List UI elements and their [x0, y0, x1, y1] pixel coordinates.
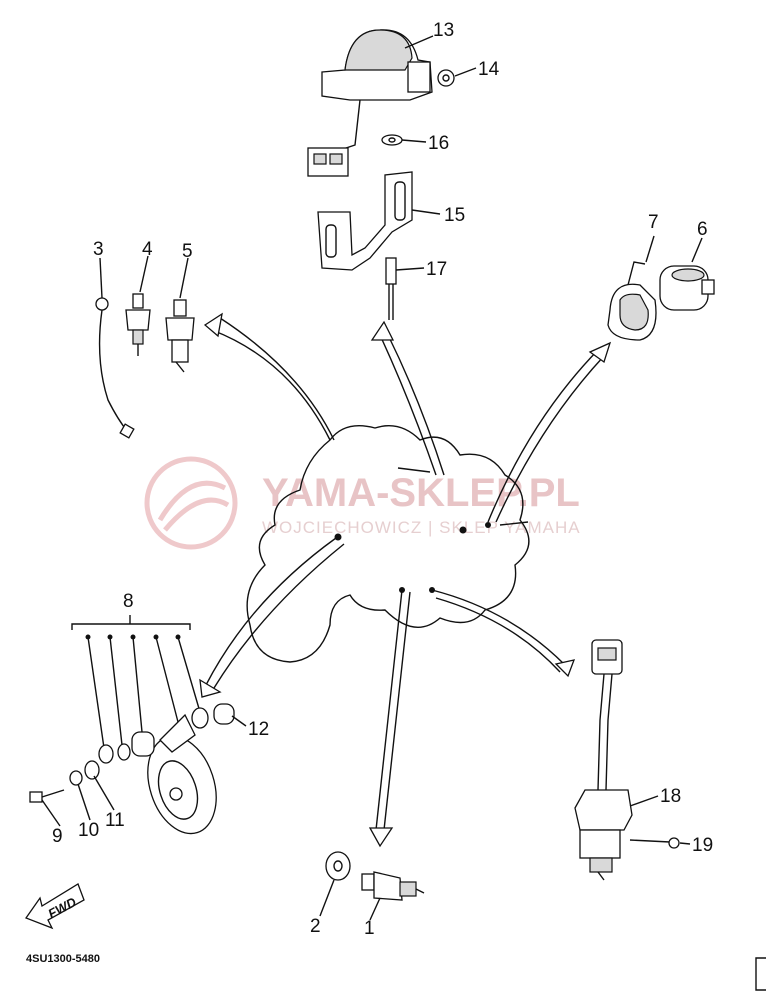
callout-4: 4 — [142, 239, 153, 260]
bolt-17 — [385, 257, 397, 320]
callout-8: 8 — [123, 591, 134, 612]
nut-14 — [437, 69, 455, 87]
sensor-18 — [574, 789, 633, 881]
horn-7 — [607, 261, 657, 341]
watermark-brand: YAMA-SKLEP.PL — [262, 471, 580, 515]
corner-frame — [755, 957, 766, 991]
watermark-logo-icon — [144, 456, 238, 550]
washer-2 — [325, 851, 351, 881]
callout-11: 11 — [105, 810, 125, 831]
callout-1: 1 — [364, 918, 375, 939]
callout-5: 5 — [182, 241, 193, 262]
starter-relay-13 — [307, 29, 433, 177]
part-code: 4SU1300-5480 — [26, 953, 100, 965]
fasteners — [29, 703, 235, 803]
watermark-subtitle: WOJCIECHOWICZ | SKLEP YAMAHA — [262, 518, 581, 537]
sensor-5 — [165, 299, 195, 373]
callout-19: 19 — [692, 835, 713, 856]
bracket-group-8 — [71, 615, 201, 749]
fwd-arrow-icon: FWD — [24, 883, 85, 930]
watermark: YAMA-SKLEP.PL WOJCIECHOWICZ | SKLEP YAMA… — [144, 456, 581, 550]
callout-2: 2 — [310, 916, 321, 937]
callout-9: 9 — [52, 826, 63, 847]
callout-16: 16 — [428, 133, 449, 154]
relay-6 — [659, 265, 715, 311]
engine-outline — [246, 425, 530, 663]
cable-3 — [95, 297, 135, 439]
leader-arrows — [199, 312, 612, 848]
callout-18: 18 — [660, 786, 681, 807]
callout-6: 6 — [697, 219, 708, 240]
callout-7: 7 — [648, 212, 659, 233]
callout-numbers: 1 2 3 4 5 6 7 8 9 10 11 12 13 14 15 16 1… — [52, 20, 713, 939]
callout-12: 12 — [248, 719, 269, 740]
callout-15: 15 — [444, 205, 465, 226]
connector-18-lead — [591, 639, 623, 791]
washer-16 — [381, 134, 403, 146]
callout-14: 14 — [478, 59, 500, 80]
horn-disc — [147, 713, 217, 835]
callout-13: 13 — [433, 20, 454, 41]
callout-leaders — [41, 35, 703, 921]
screw-19 — [629, 837, 680, 849]
callout-10: 10 — [78, 820, 99, 841]
callout-17: 17 — [426, 259, 447, 280]
switch-1 — [361, 871, 425, 901]
sensor-4 — [125, 293, 151, 356]
bracket-15 — [317, 171, 413, 271]
callout-3: 3 — [93, 239, 104, 260]
